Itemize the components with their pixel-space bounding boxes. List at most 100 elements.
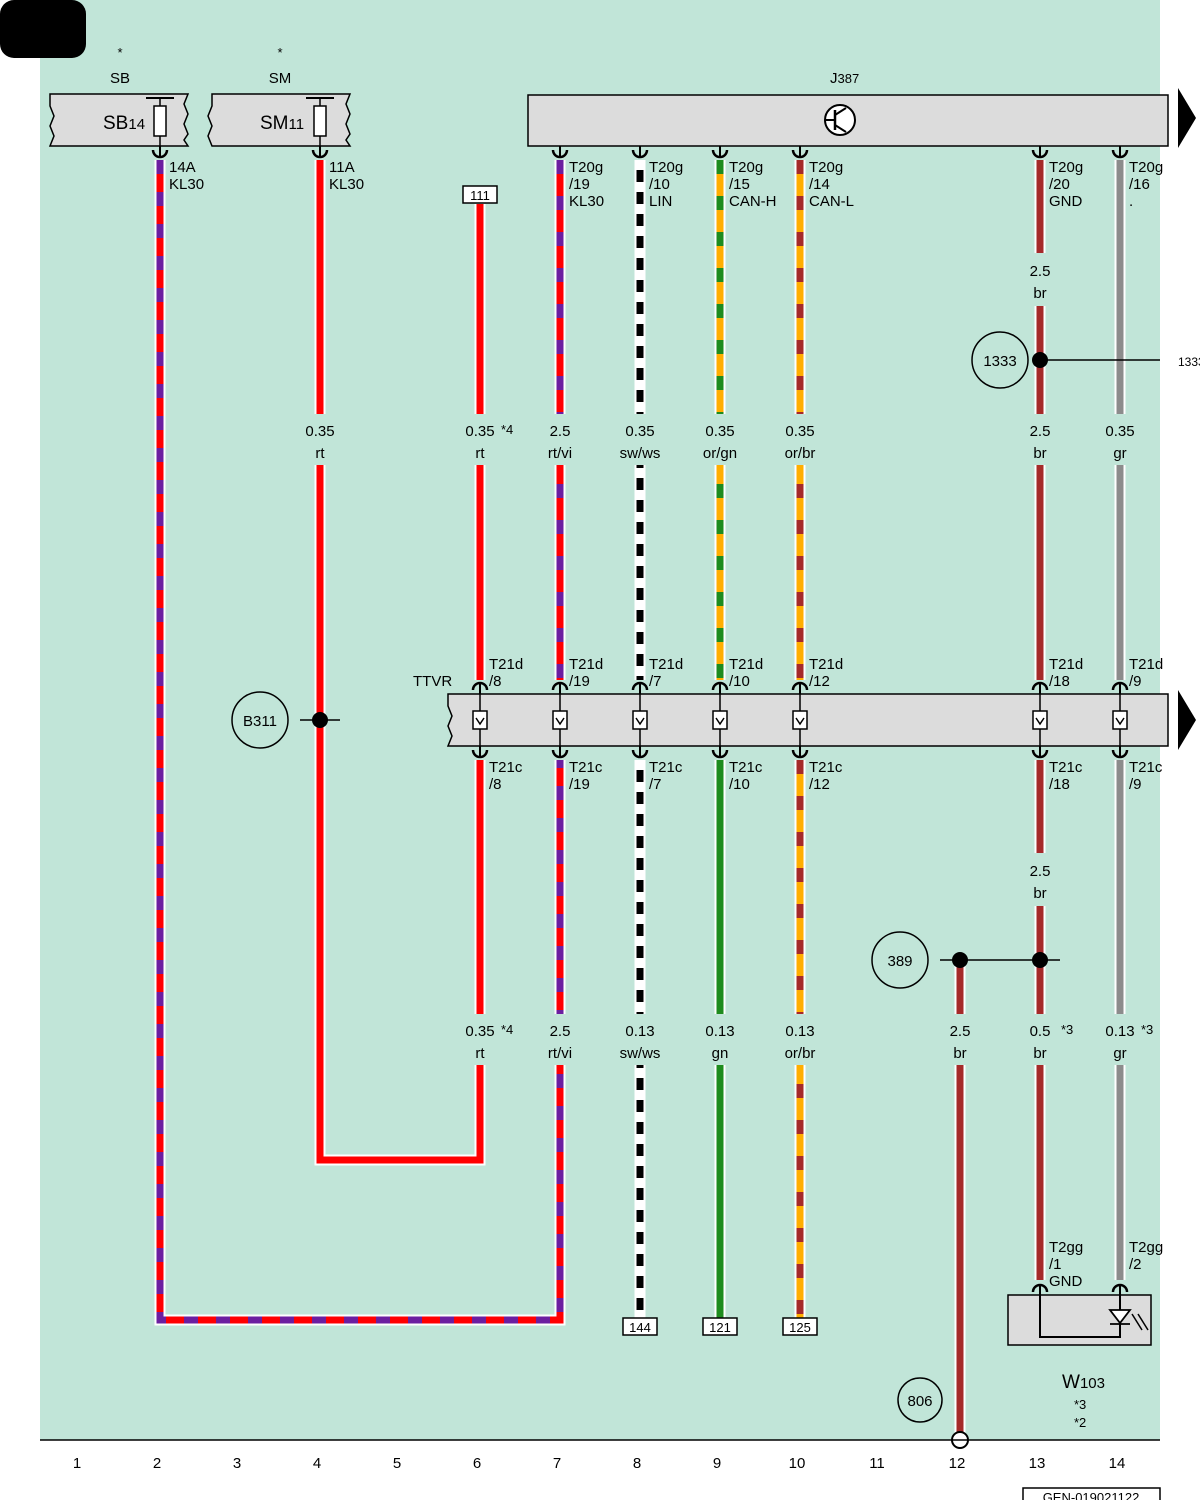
splice-dot bbox=[1032, 952, 1048, 968]
wire-size: 0.5 bbox=[1030, 1023, 1051, 1040]
led-icon bbox=[1039, 1290, 1149, 1338]
connector-cup-icon bbox=[711, 146, 729, 159]
wire-label-gap bbox=[313, 414, 327, 465]
pin-label: T21c bbox=[729, 759, 763, 776]
fuse-sm-name: SM bbox=[260, 113, 289, 134]
circle-ref-label: 1333 bbox=[983, 353, 1016, 370]
t21c-pin-label: T21c/12 bbox=[809, 759, 843, 793]
t21d-pin-label: T21d/19 bbox=[569, 656, 603, 690]
t21c-pin-label: T21c/19 bbox=[569, 759, 603, 793]
wire-label-gap bbox=[713, 1014, 727, 1065]
column-number: 5 bbox=[393, 1455, 401, 1472]
column-number: 7 bbox=[553, 1455, 561, 1472]
wire-label-gap bbox=[713, 414, 727, 465]
fuse-sm-star: * bbox=[277, 45, 282, 60]
pin-label: /19 bbox=[569, 776, 590, 793]
connector-cup-icon bbox=[1111, 746, 1129, 759]
wire-color-code: br bbox=[1033, 885, 1046, 902]
boxed-ref-label: 125 bbox=[789, 1320, 811, 1335]
wire-label-upper: 2.5br bbox=[1030, 423, 1051, 462]
column-number: 14 bbox=[1109, 1455, 1126, 1472]
pin-label: 11A bbox=[329, 159, 355, 176]
pin-label: /9 bbox=[1129, 673, 1142, 690]
connector-cup-icon bbox=[551, 746, 569, 759]
pin-label: CAN-H bbox=[729, 193, 777, 210]
wire-label-upper: 2.5rt/vi bbox=[548, 423, 572, 462]
column-number: 9 bbox=[713, 1455, 721, 1472]
wire-label-gap bbox=[1033, 414, 1047, 465]
pin-label: /15 bbox=[729, 176, 750, 193]
wire-color-code: rt bbox=[475, 445, 485, 462]
pin-label: KL30 bbox=[569, 193, 604, 210]
svg-text:SM11: SM11 bbox=[260, 113, 304, 134]
pin-label: T21d bbox=[809, 656, 843, 673]
wire-label-gap bbox=[1033, 253, 1047, 306]
connector-cup-icon bbox=[471, 681, 489, 694]
t21c-pin-label: T21c/7 bbox=[649, 759, 683, 793]
fuse-sb-number: 14 bbox=[128, 116, 145, 133]
wire-label-lower: 2.5rt/vi bbox=[548, 1023, 572, 1062]
fuse-sb: * SB SB14 bbox=[48, 45, 190, 147]
wire-color-code: br bbox=[1033, 445, 1046, 462]
connector-cup-icon bbox=[631, 681, 649, 694]
svg-text:J387: J387 bbox=[830, 70, 859, 87]
connector-cup-icon bbox=[791, 681, 809, 694]
wire-label-lower: 2.5br bbox=[950, 1023, 971, 1062]
pin-label: T21d bbox=[729, 656, 763, 673]
pin-label: GND bbox=[1049, 1273, 1083, 1290]
wire-color-code: br bbox=[1033, 1045, 1046, 1062]
wire-color-code: rt bbox=[315, 445, 325, 462]
boxed-ref-label: 121 bbox=[709, 1320, 731, 1335]
wire-color-code: or/br bbox=[785, 1045, 816, 1062]
wire-size: 2.5 bbox=[550, 423, 571, 440]
connector-cup-icon bbox=[1031, 746, 1049, 759]
fuse-sm: * SM SM11 bbox=[207, 45, 352, 147]
splice-dot bbox=[952, 952, 968, 968]
wire-size: 0.13 bbox=[1105, 1023, 1134, 1040]
pin-label: T21d bbox=[1049, 656, 1083, 673]
wire-size: 0.35 bbox=[1105, 423, 1134, 440]
wire-size: 0.35 bbox=[625, 423, 654, 440]
connector-cup-icon bbox=[631, 146, 649, 159]
wire-size: 2.5 bbox=[550, 1023, 571, 1040]
wire-sm11-to-t21c8 bbox=[314, 160, 486, 1166]
wire-size: 0.13 bbox=[625, 1023, 654, 1040]
pin-label: 14A bbox=[169, 159, 196, 176]
connector-cup-icon bbox=[471, 746, 489, 759]
pin-label: /18 bbox=[1049, 673, 1070, 690]
wire-color-code: or/gn bbox=[703, 445, 737, 462]
column-number: 1 bbox=[73, 1455, 81, 1472]
terminal-icon bbox=[792, 694, 808, 746]
component-w-number: 103 bbox=[1080, 1375, 1105, 1392]
boxed-ref-125: 125 bbox=[782, 1317, 818, 1336]
svg-text:W103: W103 bbox=[1062, 1372, 1105, 1393]
boxed-ref-111: 111 bbox=[462, 185, 498, 204]
boxed-ref-label: 111 bbox=[470, 188, 490, 203]
t21d-pin-label: T21d/10 bbox=[729, 656, 763, 690]
wire-note: *4 bbox=[501, 1022, 513, 1037]
pin-label: /14 bbox=[809, 176, 830, 193]
column-number: 3 bbox=[233, 1455, 241, 1472]
wire-label-gap bbox=[633, 414, 647, 465]
connector-cup-icon bbox=[791, 146, 809, 159]
pin-label: KL30 bbox=[329, 176, 364, 193]
fuse-icon bbox=[146, 97, 174, 146]
pin-label: /9 bbox=[1129, 776, 1142, 793]
pin-label: T21d bbox=[1129, 656, 1163, 673]
separation-point-name: TTVR bbox=[413, 673, 452, 690]
wire-label-gap bbox=[1033, 1014, 1047, 1065]
svg-text:SB14: SB14 bbox=[103, 113, 145, 134]
column-number: 4 bbox=[313, 1455, 321, 1472]
